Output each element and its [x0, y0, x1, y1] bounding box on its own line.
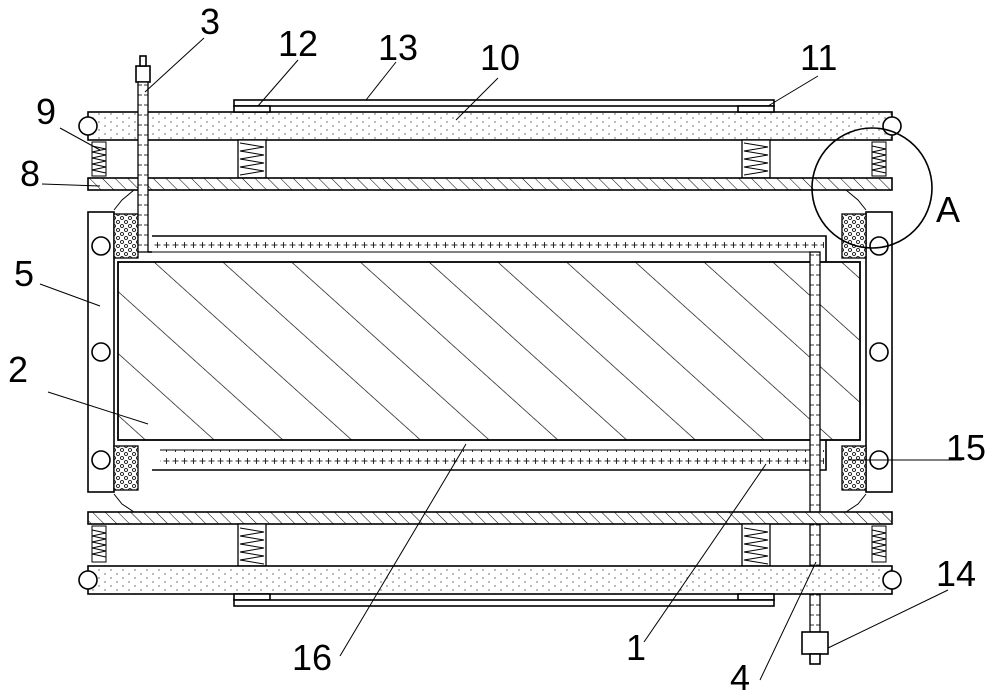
sponge-blocks [113, 213, 867, 491]
left-frame-roller [91, 342, 111, 362]
spring-9-right [871, 141, 887, 177]
connectors [113, 189, 867, 513]
hatched-block-2 [117, 261, 861, 441]
bottom-outer-assembly [78, 565, 902, 607]
hatched-plate-8 [87, 177, 893, 191]
top-springs [91, 139, 887, 179]
label-14: 14 [936, 553, 976, 594]
label-11: 11 [800, 37, 837, 78]
label-1: 1 [626, 627, 646, 668]
left-frame-roller [91, 236, 111, 256]
bottom-springs [91, 523, 887, 567]
top-outer-bar [87, 111, 893, 141]
top-spring-housing-left [233, 105, 271, 113]
top-right-roller [882, 116, 902, 136]
spring-9-left [91, 141, 107, 177]
side-frames [87, 211, 893, 493]
rod-3 [135, 55, 152, 253]
top-left-roller [78, 116, 98, 136]
spring-11 [741, 139, 771, 179]
rod-4 [801, 251, 829, 665]
part-labels: 3 12 13 10 11 9 8 A 5 2 15 14 16 1 4 [8, 1, 986, 694]
left-frame-roller [91, 450, 111, 470]
label-10: 10 [480, 37, 520, 78]
label-5: 5 [14, 253, 34, 294]
label-8: 8 [20, 153, 40, 194]
right-frame-roller [869, 342, 889, 362]
top-plate-13 [233, 99, 775, 107]
spring-12 [237, 139, 267, 179]
bottom-hatched-plate [87, 511, 893, 525]
detail-circle-A [811, 127, 933, 249]
leader-lines [39, 37, 962, 681]
label-A: A [936, 189, 960, 230]
label-4: 4 [730, 657, 750, 694]
label-12: 12 [278, 23, 318, 64]
top-outer-assembly [78, 99, 902, 141]
label-15: 15 [946, 427, 986, 468]
sponge-block-15 [841, 445, 867, 491]
label-2: 2 [8, 349, 28, 390]
label-13: 13 [378, 27, 418, 68]
label-9: 9 [36, 91, 56, 132]
label-3: 3 [200, 1, 220, 42]
label-16: 16 [292, 637, 332, 678]
top-spring-housing-right [737, 105, 775, 113]
